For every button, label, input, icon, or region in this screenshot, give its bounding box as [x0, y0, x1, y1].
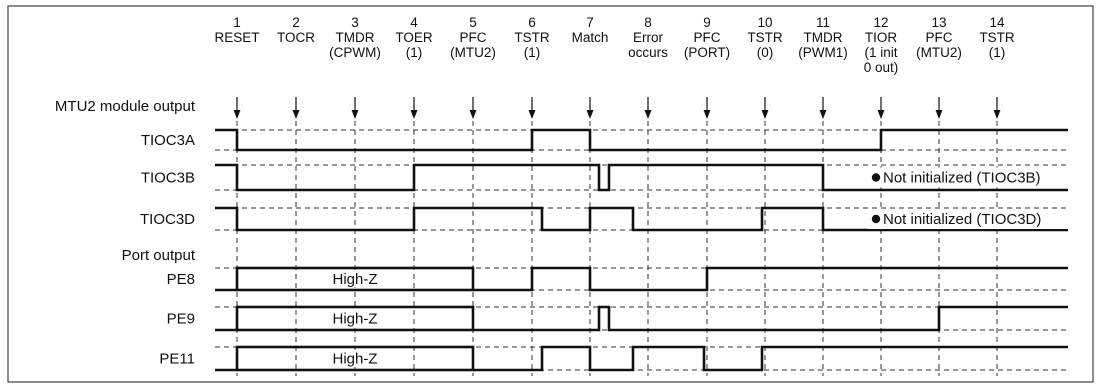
waveform-tioc3b	[215, 163, 1068, 192]
note-tioc3d: Not initialized (TIOC3D)	[883, 211, 1041, 228]
note-bg	[868, 167, 1078, 188]
step-7-arrow-icon	[586, 110, 594, 119]
step-11-arrow-icon	[819, 110, 827, 119]
waveform-annotations: High-Z High-Z High-Z Not initialized (TIOC3…	[319, 167, 1078, 368]
step-14-arrow-icon	[993, 110, 1001, 119]
signal-label-pe9: PE9	[167, 311, 195, 328]
high-z-label-pe8: High-Z	[332, 271, 377, 288]
signal-labels: MTU2 module output Port output TIOC3A TIO…	[55, 98, 196, 368]
step-8-arrow-icon	[644, 110, 652, 119]
step-6-arrow-icon	[528, 110, 536, 119]
signal-label-tioc3d: TIOC3D	[140, 211, 195, 228]
signal-label-pe11: PE11	[159, 351, 195, 368]
section-port-label: Port output	[122, 247, 196, 264]
high-z-label-bg	[319, 271, 391, 287]
note-bg	[868, 209, 1078, 229]
diagram-frame	[7, 5, 1094, 383]
high-z-label-pe11: High-Z	[332, 351, 377, 368]
signal-label-tioc3a: TIOC3A	[141, 132, 195, 149]
step-10-arrow-icon	[761, 110, 769, 119]
high-z-label-bg	[319, 310, 391, 327]
high-z-region	[235, 266, 475, 292]
step-4-arrow-icon	[410, 110, 418, 119]
waveform-tioc3a	[215, 128, 1068, 152]
step-9-arrow-icon	[703, 110, 711, 119]
waveform-tioc3d	[215, 206, 1068, 232]
step-2-arrow-icon	[292, 110, 300, 119]
waveform-pe11	[215, 345, 1068, 372]
step-3-arrow-icon	[351, 110, 359, 119]
step-13-arrow-icon	[935, 110, 943, 119]
high-z-label-pe9: High-Z	[332, 311, 377, 328]
step-5-arrow-icon	[469, 110, 477, 119]
step-1-arrow-icon	[233, 110, 241, 119]
high-z-label-bg	[319, 350, 391, 367]
section-mtu2-label: MTU2 module output	[55, 98, 196, 115]
note-tioc3b: Not initialized (TIOC3B)	[883, 170, 1041, 187]
waveform-pe9	[215, 305, 1068, 332]
bullet-icon	[871, 173, 881, 182]
high-z-region	[235, 305, 475, 332]
high-z-region	[235, 345, 475, 372]
step-12-arrow-icon	[877, 110, 885, 119]
signal-label-pe8: PE8	[167, 271, 195, 288]
step-guides	[215, 121, 1068, 376]
waveforms	[215, 128, 1068, 372]
bullet-icon	[871, 214, 881, 224]
waveform-pe8	[215, 266, 1068, 292]
signal-label-tioc3b: TIOC3B	[141, 170, 195, 187]
